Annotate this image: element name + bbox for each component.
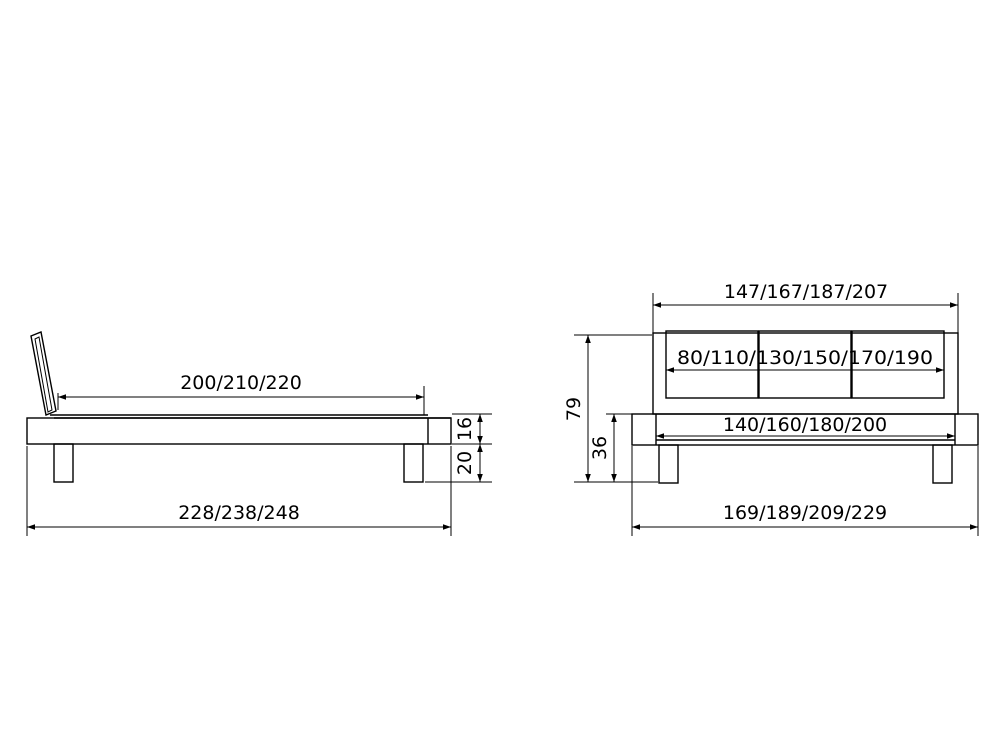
side-view: 200/210/220 228/238/248 16 20 xyxy=(26,331,492,536)
dim-front-heights: 79 36 xyxy=(563,334,658,483)
dim-height-frame-label: 16 xyxy=(454,417,476,441)
front-panel-right xyxy=(851,330,945,399)
dim-length-total: 228/238/248 xyxy=(26,446,452,536)
dim-length-top: 200/210/220 xyxy=(57,372,425,415)
side-leg-left xyxy=(53,443,74,483)
front-panel-left xyxy=(665,330,759,399)
dim-width-headboard-label: 147/167/187/207 xyxy=(724,281,888,303)
dim-width-inner-label: 140/160/180/200 xyxy=(723,414,887,436)
dim-side-heights: 16 20 xyxy=(425,413,492,483)
dim-height-legs-label: 20 xyxy=(454,451,476,475)
dim-length-total-label: 228/238/248 xyxy=(178,502,300,524)
dim-width-panels: 80/110/130/150/170/190 xyxy=(666,347,944,373)
dim-width-total: 169/189/209/229 xyxy=(631,446,979,536)
side-leg-right xyxy=(403,443,424,483)
front-panel-middle xyxy=(758,330,852,399)
dim-width-headboard: 147/167/187/207 xyxy=(652,281,959,333)
dim-height-frame-front-label: 36 xyxy=(589,436,611,460)
dim-height-total-label: 79 xyxy=(563,397,585,421)
dim-length-top-label: 200/210/220 xyxy=(180,372,302,394)
front-view: 147/167/187/207 80/110/130/150/170/190 1… xyxy=(563,281,979,536)
side-frame xyxy=(26,417,452,445)
dim-width-total-label: 169/189/209/229 xyxy=(723,502,887,524)
dim-width-inner: 140/160/180/200 xyxy=(656,414,955,439)
front-frame xyxy=(631,413,979,446)
front-headboard xyxy=(652,332,959,415)
front-leg-right xyxy=(932,444,953,484)
dim-width-panels-label: 80/110/130/150/170/190 xyxy=(677,347,933,369)
front-leg-left xyxy=(658,444,679,484)
side-headboard xyxy=(30,331,57,416)
